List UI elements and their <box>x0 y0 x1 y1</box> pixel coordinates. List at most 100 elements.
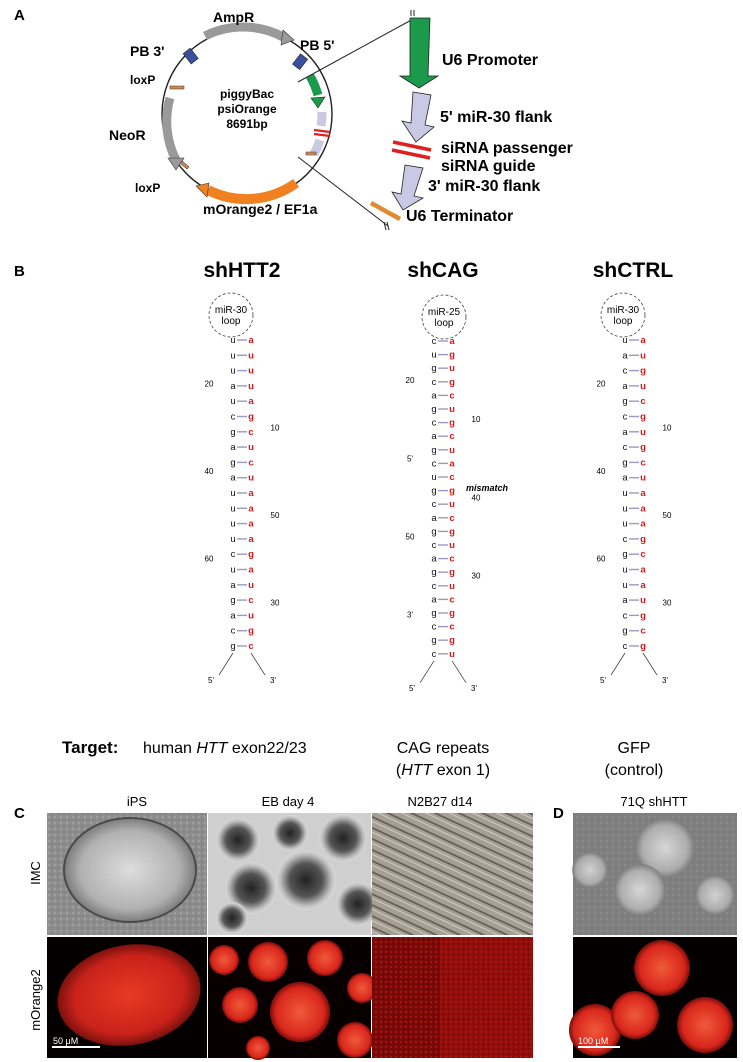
nucleotide-right: a <box>248 534 254 545</box>
flank5-label: 5' miR-30 flank <box>440 109 552 126</box>
nucleotide-left: u <box>230 396 235 407</box>
ampr-arrowhead <box>280 29 295 46</box>
panel-d-letter: D <box>553 805 564 822</box>
nucleotide-left: c <box>432 336 437 347</box>
nucleotide-right: g <box>449 377 455 388</box>
target-3-line2: (control) <box>605 762 664 779</box>
nucleotide-right: a <box>449 458 455 469</box>
end-5-label: 5' <box>409 684 415 693</box>
nucleotide-left: u <box>431 472 436 483</box>
nucleotide-left: c <box>432 499 437 510</box>
nucleotide-right: u <box>449 540 455 551</box>
nucleotide-right: c <box>248 595 253 606</box>
panel-a-letter: A <box>14 7 25 24</box>
nucleotide-right: c <box>449 554 454 565</box>
position-number: 3' <box>407 611 413 620</box>
nucleotide-left: a <box>431 390 437 401</box>
nucleotide-right: c <box>248 457 253 468</box>
nucleotide-left: g <box>431 567 436 578</box>
hairpin-loop <box>600 292 646 338</box>
nucleotide-left: g <box>431 635 436 646</box>
plasmid-name-1: piggyBac <box>220 87 274 101</box>
zoom-line-bottom <box>297 156 389 227</box>
row-label-morange: mOrange2 <box>28 969 43 1030</box>
end-3-label: 3' <box>471 684 477 693</box>
loop-label: miR-25 <box>428 307 461 318</box>
nucleotide-right: a <box>640 519 646 530</box>
nucleotide-right: g <box>449 350 455 361</box>
nucleotide-left: g <box>230 641 235 652</box>
loxp-marker-top <box>169 85 185 90</box>
micrograph-eb-imc <box>208 813 380 935</box>
nucleotide-left: c <box>432 458 437 469</box>
nucleotide-left: u <box>622 488 627 499</box>
hairpin-title-3: shCTRL <box>593 259 674 282</box>
sirna-guide-bar <box>391 148 431 160</box>
nucleotide-left: c <box>623 442 628 453</box>
nucleotide-left: c <box>432 649 437 660</box>
nucleotide-left: g <box>431 526 436 537</box>
position-number: 20 <box>597 380 606 389</box>
nucleotide-right: c <box>640 549 645 560</box>
nucleotide-left: u <box>230 366 235 377</box>
plasmid-name-3: 8691bp <box>226 117 267 131</box>
loop-label: loop <box>614 316 633 327</box>
nucleotide-right: u <box>248 610 254 621</box>
nucleotide-right: g <box>248 626 254 637</box>
nucleotide-left: c <box>231 412 236 423</box>
ampr-label: AmpR <box>213 9 254 25</box>
hairpin-title-1: shHTT2 <box>203 259 280 282</box>
nucleotide-right: c <box>449 513 454 524</box>
hairpin-loop <box>208 292 254 338</box>
nucleotide-left: u <box>622 503 627 514</box>
nucleotide-right: u <box>248 381 254 392</box>
nucleotide-left: c <box>432 377 437 388</box>
plasmid-name-2: psiOrange <box>217 102 277 116</box>
nucleotide-right: g <box>449 635 455 646</box>
position-number: 60 <box>205 555 214 564</box>
nucleotide-left: u <box>622 580 627 591</box>
position-number: 5' <box>407 454 413 463</box>
nucleotide-right: a <box>640 503 646 514</box>
mismatch-label: mismatch <box>466 483 509 493</box>
nucleotide-left: g <box>431 486 436 497</box>
u6-terminator-bar <box>369 201 402 221</box>
nucleotide-left: u <box>230 519 235 530</box>
nucleotide-left: a <box>431 431 437 442</box>
nucleotide-right: a <box>449 336 455 347</box>
nucleotide-left: c <box>623 641 628 652</box>
nucleotide-left: u <box>431 350 436 361</box>
nucleotide-right: u <box>248 442 254 453</box>
nucleotide-left: c <box>432 418 437 429</box>
nucleotide-right: g <box>640 534 646 545</box>
scale-bar-c: 50 μM <box>53 1036 78 1046</box>
nucleotide-left: g <box>230 595 235 606</box>
u6-terminator-label: U6 Terminator <box>406 208 513 225</box>
nucleotide-left: c <box>623 366 628 377</box>
nucleotide-right: g <box>640 412 646 423</box>
col-label-eb: EB day 4 <box>262 794 315 809</box>
nucleotide-left: u <box>230 335 235 346</box>
nucleotide-right: a <box>640 488 646 499</box>
nucleotide-right: a <box>248 565 254 576</box>
nucleotide-left: a <box>431 554 437 565</box>
neor-label: NeoR <box>109 127 146 143</box>
nucleotide-right: g <box>640 366 646 377</box>
nucleotide-left: g <box>230 457 235 468</box>
nucleotide-right: c <box>640 457 645 468</box>
scale-bar-d: 100 μM <box>578 1036 608 1046</box>
nucleotide-right: g <box>449 418 455 429</box>
nucleotide-left: a <box>230 610 236 621</box>
nucleotide-left: c <box>231 549 236 560</box>
nucleotide-right: u <box>640 381 646 392</box>
nucleotide-right: g <box>449 486 455 497</box>
loop-label: loop <box>435 318 454 329</box>
flank3-arrow <box>391 164 425 211</box>
nucleotide-left: c <box>231 626 236 637</box>
nucleotide-left: g <box>622 396 627 407</box>
loop-label: loop <box>222 316 241 327</box>
u6-promoter-arrow <box>398 17 440 89</box>
nucleotide-left: u <box>230 565 235 576</box>
nucleotide-left: g <box>431 445 436 456</box>
